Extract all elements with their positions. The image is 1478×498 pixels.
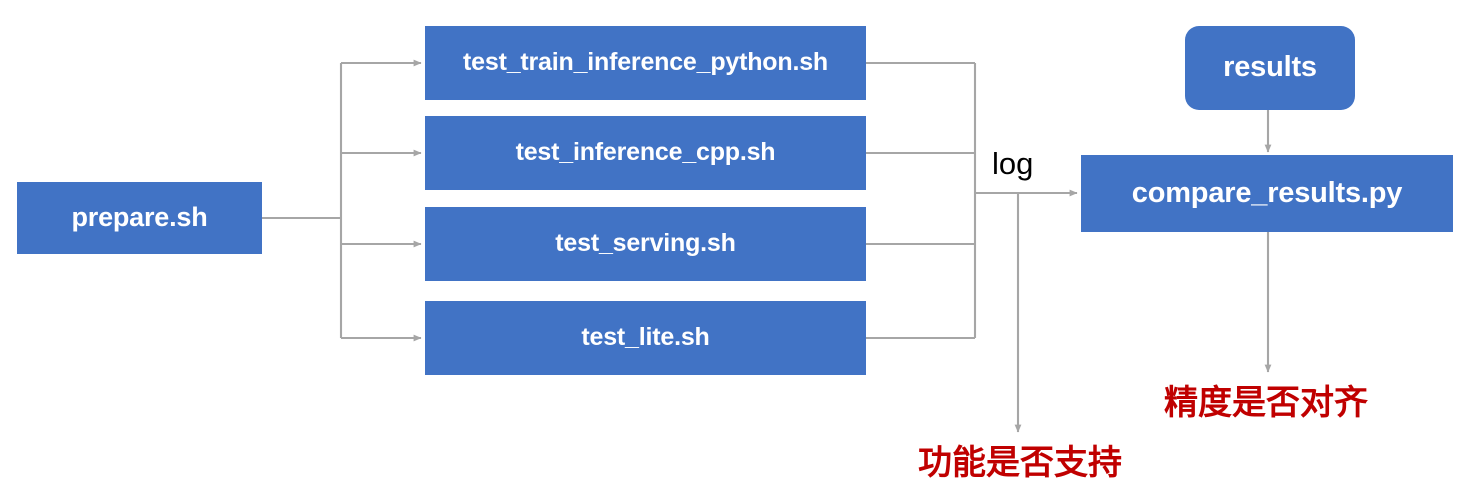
- node-prepare-sh[interactable]: prepare.sh: [17, 182, 262, 254]
- node-test-lite-sh[interactable]: test_lite.sh: [425, 301, 866, 375]
- node-results[interactable]: results: [1185, 26, 1355, 110]
- annotation-accuracy-aligned: 精度是否对齐: [1164, 384, 1368, 422]
- edge-label-log: log: [992, 146, 1034, 181]
- node-test-serving-sh[interactable]: test_serving.sh: [425, 207, 866, 281]
- node-test-train-inference-python-sh[interactable]: test_train_inference_python.sh: [425, 26, 866, 100]
- node-test-inference-cpp-sh[interactable]: test_inference_cpp.sh: [425, 116, 866, 190]
- node-compare-results-py[interactable]: compare_results.py: [1081, 155, 1453, 232]
- annotation-feature-supported: 功能是否支持: [918, 444, 1122, 482]
